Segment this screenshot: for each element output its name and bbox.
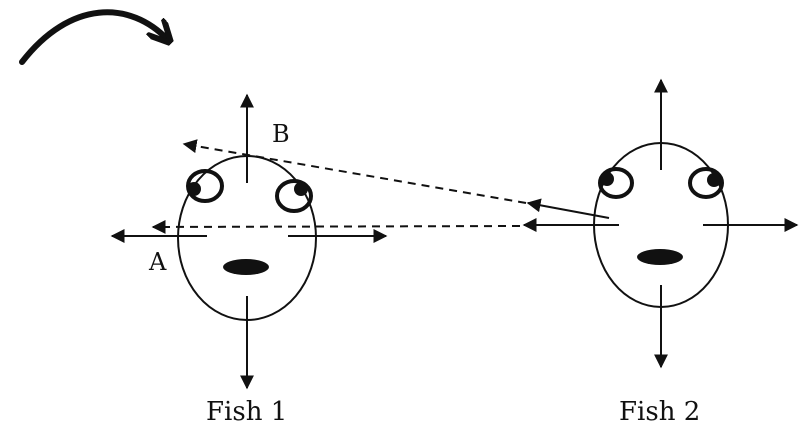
caption-fish-2: Fish 2	[619, 397, 700, 427]
fish-2-left-eye	[600, 169, 632, 197]
signal-a-dashed-line	[153, 226, 520, 227]
fish-1-left-eye	[187, 171, 222, 201]
curved-arrow-icon	[22, 12, 168, 62]
signal-b-dashed-line	[184, 144, 526, 203]
fish-1-mouth	[223, 259, 269, 275]
caption-fish-1: Fish 1	[206, 397, 287, 427]
fish-2-mouth	[637, 249, 683, 265]
fish-2-right-eye	[690, 169, 722, 197]
fish-2	[524, 80, 797, 367]
signal-b-solid-segment	[528, 203, 609, 218]
label-point-b: B	[272, 120, 290, 148]
label-point-a: A	[148, 248, 167, 276]
fish-1	[112, 95, 386, 388]
